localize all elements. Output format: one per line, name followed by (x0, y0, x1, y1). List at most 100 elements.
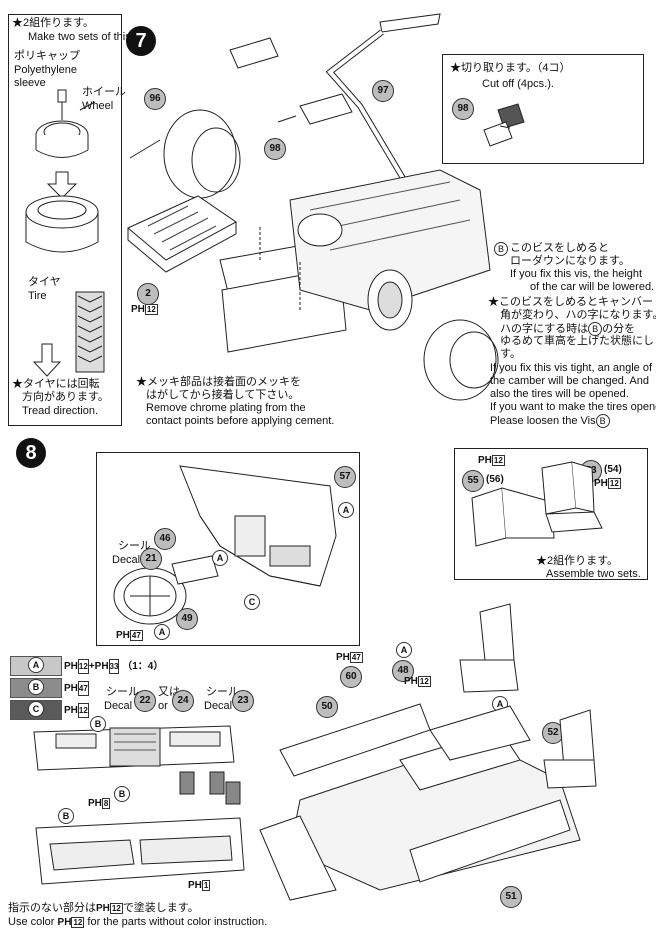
wheel-jp: ホイール (82, 86, 126, 98)
legend-c-label: C (28, 701, 44, 717)
wheel-drawing (25, 89, 99, 253)
decal-jp-22: シール (106, 686, 139, 698)
screw-b-jp2: ローダウンになります。 (510, 255, 630, 267)
part-96: 96 (144, 88, 166, 110)
color-a-dash: A (338, 502, 354, 518)
part-60: 60 (340, 666, 362, 688)
legend-b-label: B (28, 679, 44, 695)
polycap-en2: sleeve (14, 77, 46, 89)
part-2: 2 (137, 283, 159, 305)
polycap-jp: ポリキャップ (14, 50, 80, 62)
door-panel-drawing (35, 817, 245, 885)
screw-b-jp1: このビスをしめると (510, 242, 609, 254)
decal-jp-21: シール (118, 540, 151, 552)
camber-en1: If you fix this vis tight, an angle of (490, 362, 653, 374)
tread-direction-arrow-icon (32, 343, 62, 377)
screw-b-en1: If you fix this vis, the height (510, 268, 643, 280)
cutoff-part-98: 98 (452, 98, 474, 120)
interior-drawing (259, 603, 597, 901)
assemble-two-en: Assemble two sets. (546, 568, 641, 580)
legend-a-label: A (28, 657, 44, 673)
tire-en: Tire (28, 290, 47, 302)
color-c-steering: C (244, 594, 260, 610)
tread-jp2: 方向があります。 (22, 391, 109, 403)
camber-en-b-badge: B (595, 414, 610, 428)
screw-b-en2: of the car will be lowered. (530, 281, 655, 293)
chrome-en1: Remove chrome plating from the (146, 402, 306, 414)
legend-c-text: PH12 (64, 703, 89, 718)
two-sets-jp: ★2組作ります。 (12, 17, 95, 29)
decal-en-23: Decal (204, 700, 233, 712)
camber-jp4: ゆるめて車高を上げた状態にしま (500, 335, 656, 347)
polycap-en1: Polyethylene (14, 64, 77, 76)
camber-en5: Please loosen the Vis (490, 415, 596, 427)
legend-b-text: PH47 (64, 681, 89, 696)
chassis-exhaust-drawing (129, 13, 499, 401)
camber-jp2: 角が変わり、ハの字になります。 (500, 309, 656, 321)
ph-number: 12 (144, 304, 158, 315)
chrome-en2: contact points before applying cement. (146, 415, 335, 427)
camber-b-badge: B (588, 322, 603, 336)
part-51: 51 (500, 886, 522, 908)
camber-jp1: ★このビスをしめるとキャンバー (488, 296, 653, 308)
part-56: (56) (486, 474, 504, 485)
part-98: 98 (264, 138, 286, 160)
dashboard-panel-drawing (33, 725, 241, 805)
decal-en-22: Decal (104, 700, 133, 712)
part-48: 48 (392, 660, 414, 682)
ph-label: PH (131, 304, 145, 315)
cut-part-drawing (483, 103, 525, 147)
seats-drawing (471, 461, 603, 547)
color-a-steering: A (212, 550, 228, 566)
two-sets-en: Make two sets of this. (28, 31, 134, 43)
part-49: 49 (176, 608, 198, 630)
part-97: 97 (372, 80, 394, 102)
no-color-en2: for the parts without color instruction. (87, 916, 268, 928)
part-54: (54) (604, 464, 622, 475)
part-22: 22 (134, 690, 156, 712)
no-color-jp1: 指示のない部分は (8, 902, 96, 914)
chrome-jp1: ★メッキ部品は接着面のメッキを (136, 376, 301, 388)
step-7-number: 7 (126, 26, 156, 56)
tire-jp: タイヤ (28, 276, 61, 288)
camber-en2: the camber will be changed. And (490, 375, 649, 387)
color-a-center: A (396, 642, 412, 658)
decal-jp-23: シール (206, 686, 239, 698)
color-a-wheel: A (154, 624, 170, 640)
no-color-jp2: で塗装します。 (122, 902, 199, 914)
chrome-jp2: はがしてから接着して下さい。 (146, 389, 300, 401)
part-55: 55 (462, 470, 484, 492)
color-b-panel-2: B (114, 786, 130, 802)
assemble-two-jp: ★2組作ります。 (536, 555, 619, 567)
mix-ratio: （1：4） (122, 661, 164, 672)
parts-tray-drawing (127, 195, 237, 273)
legend-a-text: PH12+PH33 （1：4） (64, 659, 164, 674)
dashboard-drawing (113, 465, 337, 625)
wheel-en: Wheel (82, 100, 114, 112)
cut-off-box (442, 54, 644, 164)
camber-jp5: す。 (500, 348, 521, 360)
cutoff-jp: ★切り取ります。（4コ） (450, 62, 571, 74)
camber-en4: If you want to make the tires opend, (490, 401, 656, 413)
part-46: 46 (154, 528, 176, 550)
screw-b-badge: B (494, 242, 508, 256)
or-en: or (158, 700, 168, 712)
part-24: 24 (172, 690, 194, 712)
part-21: 21 (140, 548, 162, 570)
tread-jp1: ★タイヤには回転 (12, 378, 100, 390)
no-color-en1: Use color (8, 916, 55, 928)
part-23: 23 (232, 690, 254, 712)
color-b-panel-1: B (90, 716, 106, 732)
